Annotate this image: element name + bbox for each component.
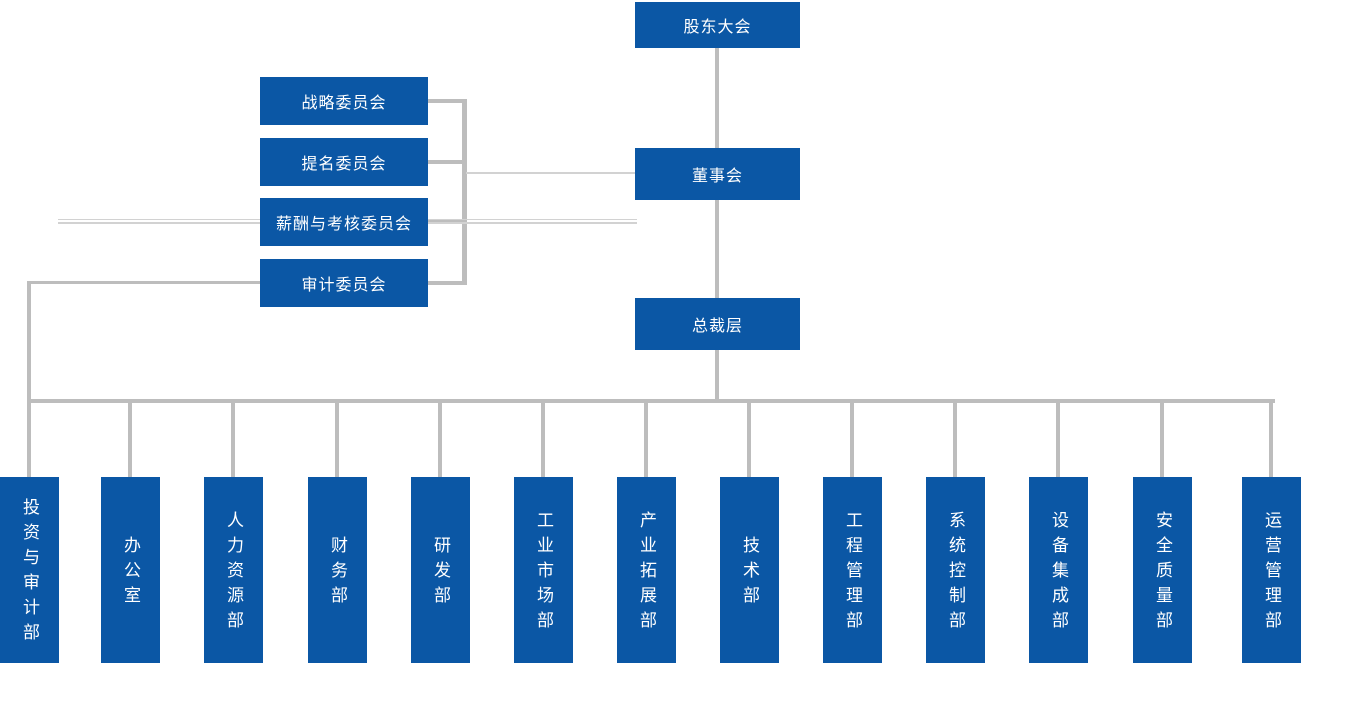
connector-drop-dept-12	[1269, 399, 1273, 477]
connector-remuneration-right-line	[428, 219, 637, 224]
connector-drop-dept-4	[438, 399, 442, 477]
connector-drop-dept-10	[1056, 399, 1060, 477]
node-committee-audit: 审计委员会	[260, 259, 428, 307]
node-dept-industry-expansion: 产业拓展部	[617, 477, 676, 663]
node-dept-finance: 财务部	[308, 477, 367, 663]
node-dept-safety-quality: 安全质量部	[1133, 477, 1192, 663]
node-dept-equipment-integration: 设备集成部	[1029, 477, 1088, 663]
connector-drop-dept-5	[541, 399, 545, 477]
node-dept-investment-audit: 投资与审计部	[0, 477, 59, 663]
node-dept-human-resources: 人力资源部	[204, 477, 263, 663]
connector-department-bus	[27, 399, 1275, 403]
node-dept-rnd: 研发部	[411, 477, 470, 663]
connector-committee-trunk	[462, 99, 467, 285]
node-committee-nomination: 提名委员会	[260, 138, 428, 186]
connector-drop-dept-7	[747, 399, 751, 477]
node-shareholders-meeting: 股东大会	[635, 2, 800, 48]
connector-audit-left-line	[27, 281, 260, 284]
node-president-level: 总裁层	[635, 298, 800, 350]
connector-shareholders-board	[715, 46, 719, 149]
connector-stub-nomination	[428, 160, 464, 164]
connector-remuneration-left-line	[58, 219, 260, 224]
connector-drop-dept-6	[644, 399, 648, 477]
connector-drop-dept-3	[335, 399, 339, 477]
connector-drop-dept-1	[128, 399, 132, 477]
connector-president-bus	[715, 349, 719, 402]
node-dept-system-control: 系统控制部	[926, 477, 985, 663]
connector-drop-dept-8	[850, 399, 854, 477]
node-dept-operations-management: 运营管理部	[1242, 477, 1301, 663]
node-dept-industrial-market: 工业市场部	[514, 477, 573, 663]
connector-drop-dept-11	[1160, 399, 1164, 477]
node-committee-remuneration: 薪酬与考核委员会	[260, 198, 428, 246]
connector-stub-audit	[428, 281, 464, 285]
connector-drop-dept-2	[231, 399, 235, 477]
node-dept-technology: 技术部	[720, 477, 779, 663]
connector-drop-dept-9	[953, 399, 957, 477]
node-dept-engineering-management: 工程管理部	[823, 477, 882, 663]
connector-audit-drop	[27, 281, 31, 477]
connector-trunk-board-link	[466, 172, 635, 174]
connector-board-president	[715, 200, 719, 299]
node-dept-office: 办公室	[101, 477, 160, 663]
node-board-of-directors: 董事会	[635, 148, 800, 200]
node-committee-strategy: 战略委员会	[260, 77, 428, 125]
connector-stub-strategy	[428, 99, 464, 103]
